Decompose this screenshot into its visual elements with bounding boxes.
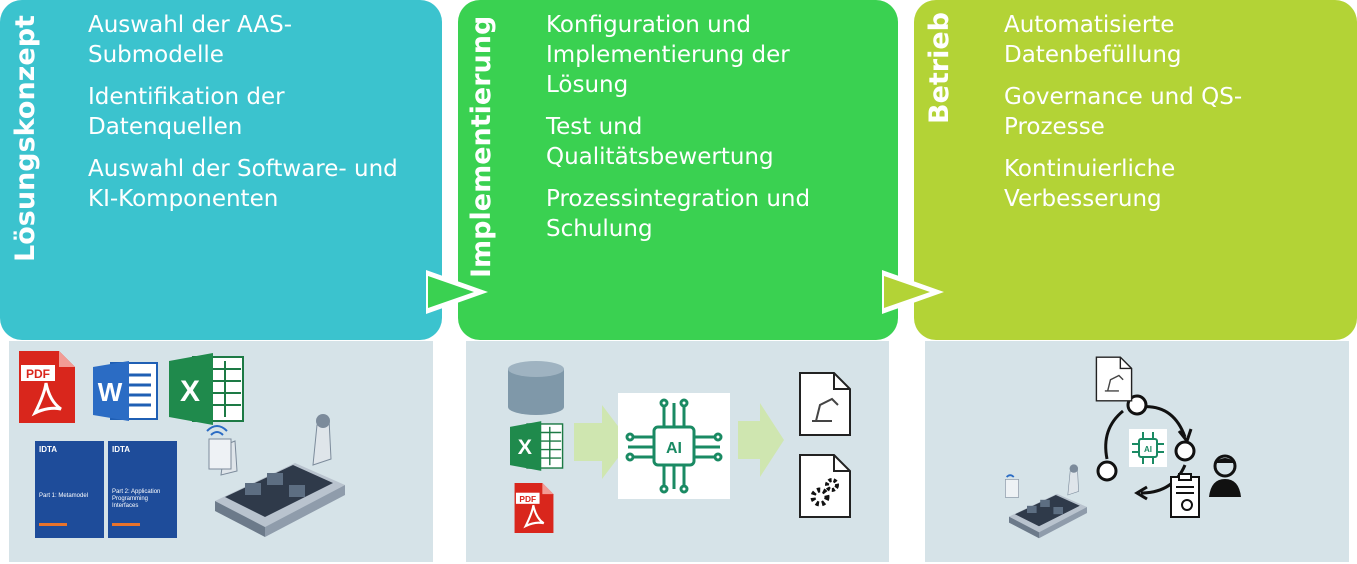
phase-title-implementierung: Implementierung	[466, 15, 497, 278]
pdf-file-icon: PDF	[19, 351, 75, 423]
phase-items-implementierung: Konfiguration und Implementierung der Lö…	[546, 10, 810, 256]
excel-file-icon: X	[510, 421, 564, 471]
output-arrow-icon	[738, 403, 784, 477]
idta-logo: IDTA	[112, 445, 131, 454]
phase-item: Auswahl der AAS- Submodelle	[88, 12, 293, 68]
ai-label: AI	[666, 440, 682, 457]
phase-items-loesungskonzept: Auswahl der AAS- Submodelle Identifikati…	[88, 10, 398, 226]
excel-letter: X	[518, 435, 533, 459]
illustration-loesungskonzept: PDF W X IDTA Part 1: Metamodel IDTA Part…	[9, 341, 433, 562]
word-letter: W	[98, 377, 123, 407]
idta-document-part2: IDTA Part 2: Application Programming Int…	[108, 441, 177, 538]
excel-file-icon: X	[169, 353, 244, 425]
document-robot-icon	[1095, 356, 1133, 402]
phase-arrow-1-fill	[428, 276, 474, 308]
illustration-betrieb: AI	[925, 341, 1349, 562]
document-settings-icon	[799, 454, 851, 518]
phase-item: Automatisierte Datenbefüllung	[1004, 12, 1182, 68]
robot-production-line-illustration	[206, 414, 345, 537]
input-arrow-icon	[574, 405, 630, 479]
phase-panel-betrieb: Betrieb Automatisierte Datenbefüllung Go…	[914, 0, 1357, 340]
phase-item: Prozessintegration und Schulung	[546, 186, 811, 242]
pdf-label: PDF	[26, 367, 50, 381]
pdf-file-icon: PDF	[514, 483, 554, 533]
word-file-icon: W	[93, 361, 158, 421]
ai-chip-icon: AI	[625, 398, 723, 494]
phase-item: Governance und QS- Prozesse	[1004, 84, 1243, 140]
person-icon	[1209, 454, 1241, 497]
phase-item: Konfiguration und Implementierung der Lö…	[546, 12, 790, 98]
document-robot-icon	[799, 372, 851, 436]
idta-logo: IDTA	[39, 445, 58, 454]
phase-item: Auswahl der Software- und KI-Komponenten	[88, 156, 398, 212]
process-cycle-diagram: AI	[1096, 394, 1196, 501]
document-title: Part 1: Metamodel	[39, 493, 89, 499]
ai-label: AI	[1144, 445, 1152, 454]
illustration-implementierung: X PDF AI	[466, 341, 889, 562]
ai-chip-panel: AI	[618, 393, 730, 499]
excel-letter: X	[180, 375, 200, 408]
idta-document-part1: IDTA Part 1: Metamodel	[35, 441, 104, 538]
database-icon	[508, 361, 564, 415]
certificate-icon	[1170, 473, 1200, 518]
phase-panel-implementierung: Implementierung Konfiguration und Implem…	[458, 0, 898, 340]
phase-panel-loesungskonzept: Lösungskonzept Auswahl der AAS- Submodel…	[0, 0, 442, 340]
phase-title-loesungskonzept: Lösungskonzept	[10, 15, 41, 262]
robot-production-line-illustration	[1005, 464, 1087, 539]
pdf-label: PDF	[519, 494, 536, 504]
phase-title-betrieb: Betrieb	[924, 11, 955, 124]
phase-item: Identifikation der Datenquellen	[88, 84, 285, 140]
document-title: Part 2: Application Programming Interfac…	[112, 489, 161, 509]
phase-arrow-2-fill	[884, 276, 930, 308]
phase-item: Test und Qualitätsbewertung	[546, 114, 774, 170]
phase-item: Kontinuierliche Verbesserung	[1004, 156, 1176, 212]
phase-items-betrieb: Automatisierte Datenbefüllung Governance…	[1004, 10, 1242, 226]
